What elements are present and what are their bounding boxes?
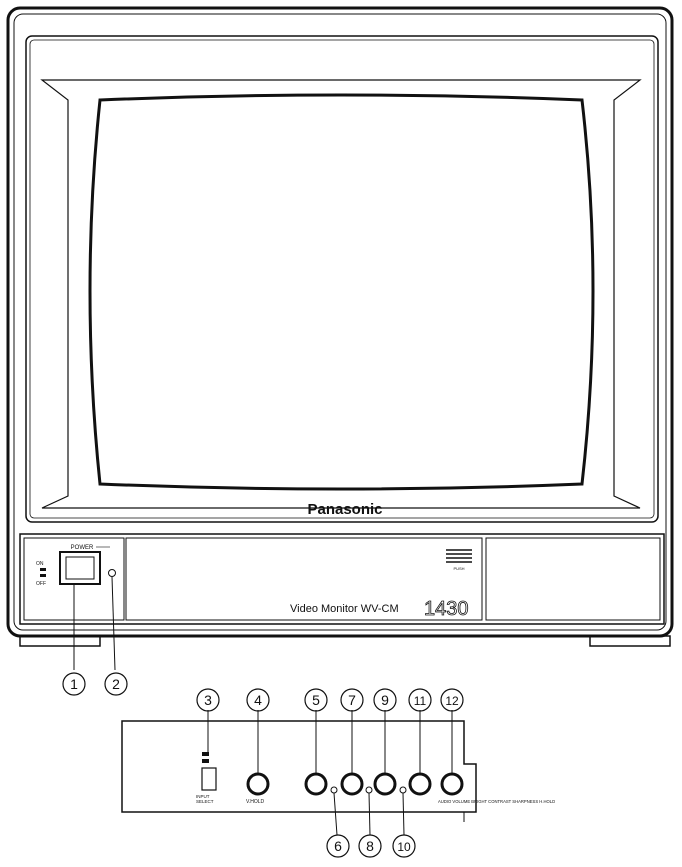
foot-right — [589, 635, 671, 647]
model-label: Video Monitor WV-CM — [290, 603, 399, 615]
svg-text:2: 2 — [112, 676, 120, 692]
callout-1: 1 — [62, 672, 86, 696]
svg-text:7: 7 — [348, 692, 356, 708]
svg-text:10: 10 — [397, 840, 411, 854]
input-select-switch[interactable] — [201, 767, 217, 791]
knob-7[interactable] — [340, 772, 364, 796]
svg-text:4: 4 — [254, 692, 262, 708]
hole-6[interactable] — [330, 786, 338, 794]
cabinet-inner — [13, 13, 667, 631]
center-section — [125, 537, 483, 621]
knob-12[interactable] — [440, 772, 464, 796]
speaker-grille — [446, 549, 472, 563]
front-panel-frame — [19, 533, 665, 625]
callout-5: 5 — [304, 688, 328, 712]
svg-text:5: 5 — [312, 692, 320, 708]
power-led — [108, 569, 116, 577]
vhold-knob[interactable] — [246, 772, 270, 796]
vhold-label: V.HOLD — [246, 799, 265, 805]
power-switch-button[interactable] — [65, 556, 95, 580]
knob-11[interactable] — [408, 772, 432, 796]
power-indicator-mark-2 — [40, 574, 46, 577]
hole-8[interactable] — [365, 786, 373, 794]
knob-9[interactable] — [373, 772, 397, 796]
callout-6: 6 — [326, 834, 350, 858]
power-label: POWER — [71, 545, 94, 551]
svg-text:6: 6 — [334, 838, 342, 854]
leader-2 — [111, 576, 116, 671]
hole-10[interactable] — [399, 786, 407, 794]
svg-text:12: 12 — [445, 694, 459, 708]
brand-logo: Panasonic — [307, 501, 382, 518]
sub-leaders — [207, 710, 453, 836]
crt-screen — [88, 93, 595, 491]
callout-3: 3 — [196, 688, 220, 712]
svg-text:8: 8 — [366, 838, 374, 854]
svg-text:1: 1 — [70, 676, 78, 692]
bezel-outer — [25, 35, 659, 523]
power-on-label: ON — [36, 561, 44, 567]
power-switch[interactable] — [59, 551, 101, 585]
foot-left — [19, 635, 101, 647]
knob-5[interactable] — [304, 772, 328, 796]
right-section — [485, 537, 661, 621]
svg-text:3: 3 — [204, 692, 212, 708]
callout-10: 10 — [392, 834, 416, 858]
power-off-label: OFF — [36, 581, 46, 587]
input-select-mark — [202, 752, 209, 756]
callouts: 1 2 3 4 5 7 9 11 — [62, 672, 464, 858]
bezel-inner — [29, 39, 655, 519]
speaker-label: PUSH — [453, 566, 464, 571]
svg-text:11: 11 — [414, 694, 427, 708]
callout-7: 7 — [340, 688, 364, 712]
sub-panel-frame — [121, 720, 477, 813]
knob-labels: AUDIO VOLUME BRIGHT CONTRAST SHARPNESS H… — [438, 799, 555, 804]
monitor-cabinet — [6, 6, 674, 647]
model-number: 1430 — [424, 598, 469, 620]
callout-2: 2 — [104, 672, 128, 696]
power-indicator-mark — [40, 568, 46, 571]
input-select-mark-2 — [202, 759, 209, 763]
callout-4: 4 — [246, 688, 270, 712]
callout-11: 11 — [408, 688, 432, 712]
callout-12: 12 — [440, 688, 464, 712]
bezel-frame — [40, 79, 642, 509]
callout-8: 8 — [358, 834, 382, 858]
front-panel: POWER ON OFF PUSH Video Monitor WV-CM 14… — [19, 533, 665, 625]
callout-9: 9 — [373, 688, 397, 712]
cabinet-outer — [6, 6, 674, 638]
screen-bezel: Panasonic — [25, 35, 659, 523]
svg-text:9: 9 — [381, 692, 389, 708]
